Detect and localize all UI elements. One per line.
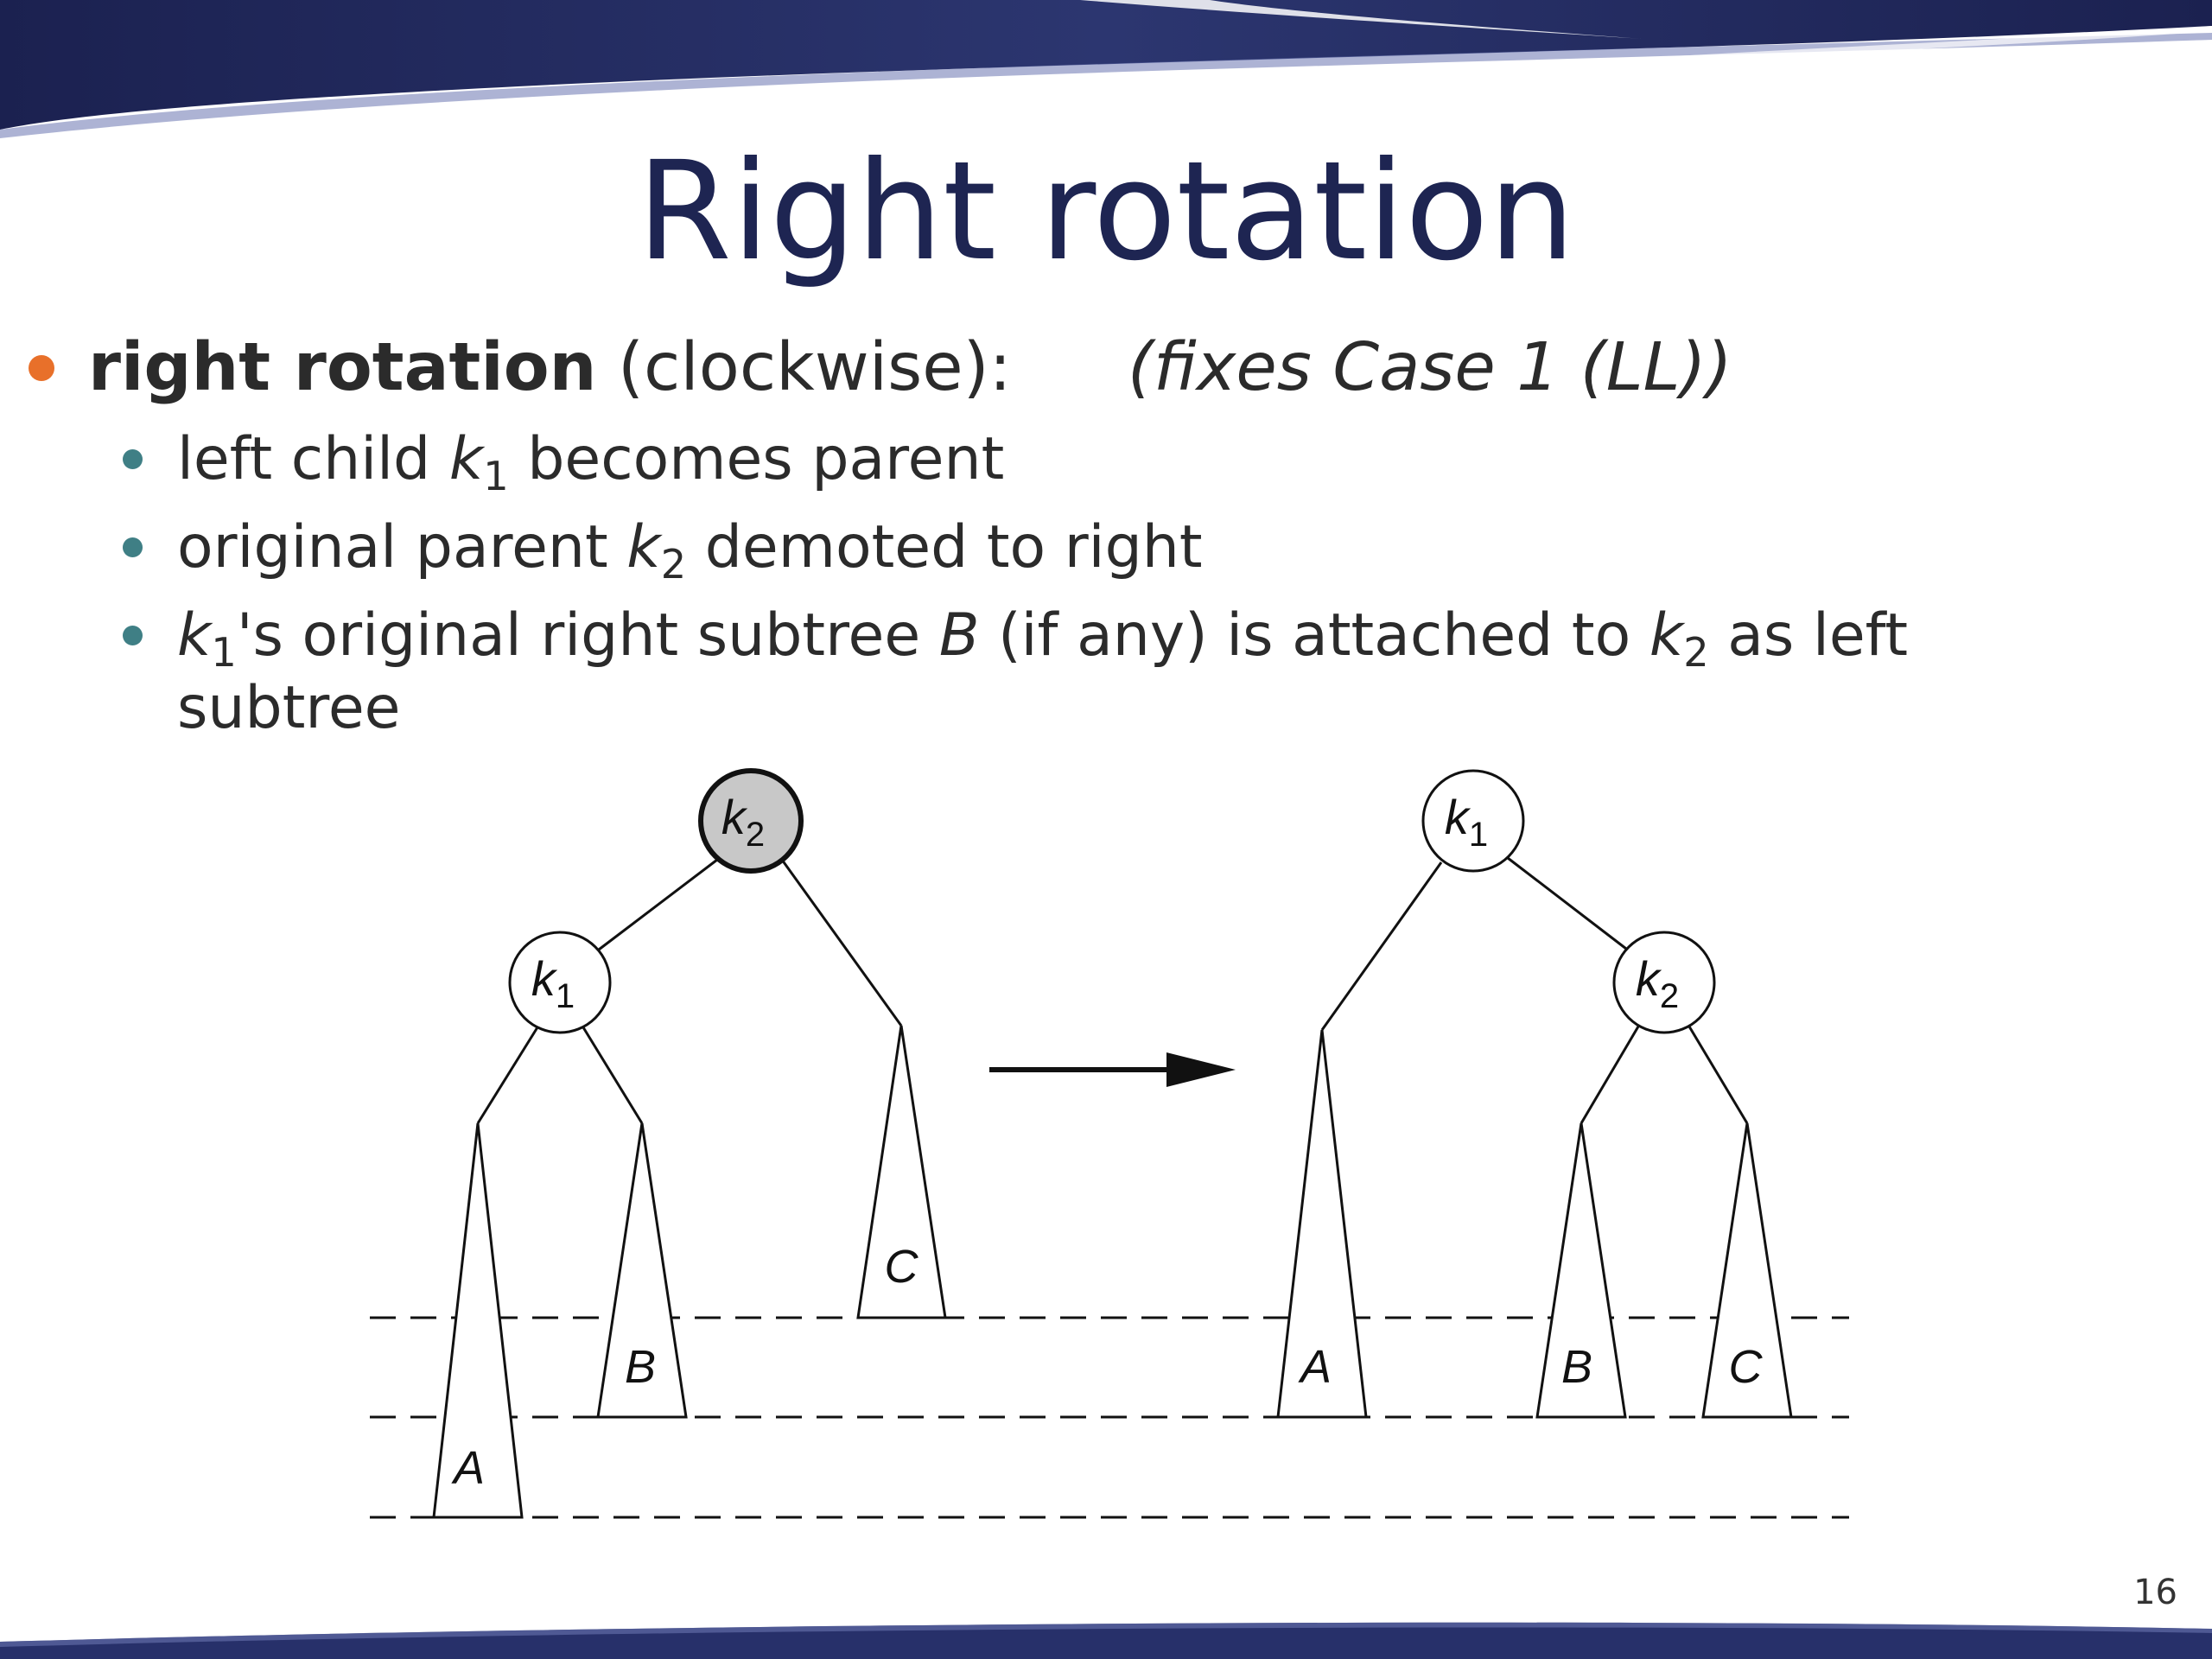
- subtree-c-before: [856, 1025, 947, 1319]
- edge-k1-k2-after: [1507, 856, 1627, 950]
- node-k2-before-sub: 2: [746, 816, 765, 854]
- subtree-b-after: [1535, 1122, 1627, 1419]
- bullet-sub-3-var3: k: [1649, 601, 1684, 670]
- bullet-sub-2-post: demoted to right: [686, 513, 1203, 582]
- node-k2-after-sub: 2: [1660, 977, 1679, 1015]
- subtree-b-after-label: B: [1561, 1341, 1592, 1393]
- bullet-sub-1-marker: [123, 449, 143, 469]
- subtree-a-before: [432, 1122, 524, 1519]
- bullet-sub-3-post: as left: [1708, 601, 1909, 670]
- subtree-c-after-label: C: [1729, 1341, 1764, 1393]
- subtree-b-before: [596, 1122, 688, 1419]
- bullet-main-italic: (fixes Case 1 (LL)): [1128, 329, 1732, 406]
- subtree-a-after-label: A: [1298, 1341, 1332, 1393]
- node-k2-after-var: k: [1636, 951, 1662, 1006]
- bullet-sub-3-mid2: (if any) is attached to: [979, 601, 1649, 670]
- slide-title: Right rotation: [637, 132, 1575, 291]
- bullet-sub-2-pre: original parent: [177, 513, 627, 582]
- node-k1-before: [508, 931, 612, 1034]
- bullet-sub-3-var2: B: [938, 601, 980, 670]
- bullet-sub-3-var1: k: [177, 601, 212, 670]
- bullet-sub-3-sub1: 1: [211, 628, 237, 676]
- bullet-sub-2-var: k: [626, 513, 661, 582]
- subtree-b-before-label: B: [625, 1341, 656, 1393]
- subtree-a-after: [1276, 1029, 1368, 1419]
- bullet-sub-3-mid1: 's original right subtree: [236, 601, 939, 670]
- edge-k1-a-after: [1320, 861, 1443, 1031]
- edge-k1-a: [476, 1027, 539, 1124]
- edge-k2-k1: [598, 858, 718, 951]
- tree-after: [1276, 769, 1793, 1419]
- bullet-sub-2-sub: 2: [660, 540, 687, 588]
- bullet-main-text: (clockwise):: [596, 329, 1012, 406]
- edge-k2-c-after: [1688, 1026, 1749, 1124]
- node-k1-after-var: k: [1445, 790, 1471, 844]
- node-k1-after-sub: 1: [1469, 816, 1488, 854]
- bullet-sub-1-sub: 1: [483, 452, 509, 499]
- bullet-main-marker: [29, 355, 54, 381]
- svg-text:k2: k2: [721, 790, 765, 854]
- bullet-sub-3-line2-text: subtree: [177, 674, 401, 742]
- subtree-c-after: [1701, 1122, 1793, 1419]
- footer-band: [0, 1622, 2212, 1659]
- bullet-sub-3-marker: [123, 626, 143, 645]
- tree-before: [432, 768, 947, 1519]
- node-k2-before: [698, 768, 804, 874]
- header-swoosh: [0, 0, 2212, 138]
- page-number: 16: [2133, 1573, 2177, 1612]
- node-k1-before-var: k: [531, 951, 558, 1006]
- node-k1-before-sub: 1: [556, 977, 575, 1015]
- node-k2-after: [1612, 931, 1716, 1034]
- node-k1-after: [1421, 769, 1525, 873]
- svg-text:k2: k2: [1636, 951, 1679, 1015]
- svg-text:k1: k1: [531, 951, 575, 1015]
- bullet-sub-1-post: becomes parent: [508, 425, 1005, 493]
- bullet-sub-1-var: k: [448, 425, 484, 493]
- bullet-sub-1-pre: left child: [177, 425, 449, 493]
- bullet-main-bold: right rotation: [88, 329, 597, 406]
- edge-k2-b-after: [1580, 1026, 1640, 1124]
- height-guides: [370, 1316, 1849, 1519]
- rotation-arrow-icon: [989, 1052, 1236, 1087]
- edge-k1-b: [582, 1027, 644, 1124]
- edge-k2-c: [780, 859, 903, 1027]
- bullet-sub-3-sub3: 2: [1683, 628, 1709, 676]
- bullet-sub-2-marker: [123, 537, 143, 557]
- svg-text:k1: k1: [1445, 790, 1488, 854]
- subtree-a-before-label: A: [451, 1442, 485, 1494]
- node-k2-before-var: k: [721, 790, 748, 844]
- subtree-c-before-label: C: [885, 1241, 919, 1293]
